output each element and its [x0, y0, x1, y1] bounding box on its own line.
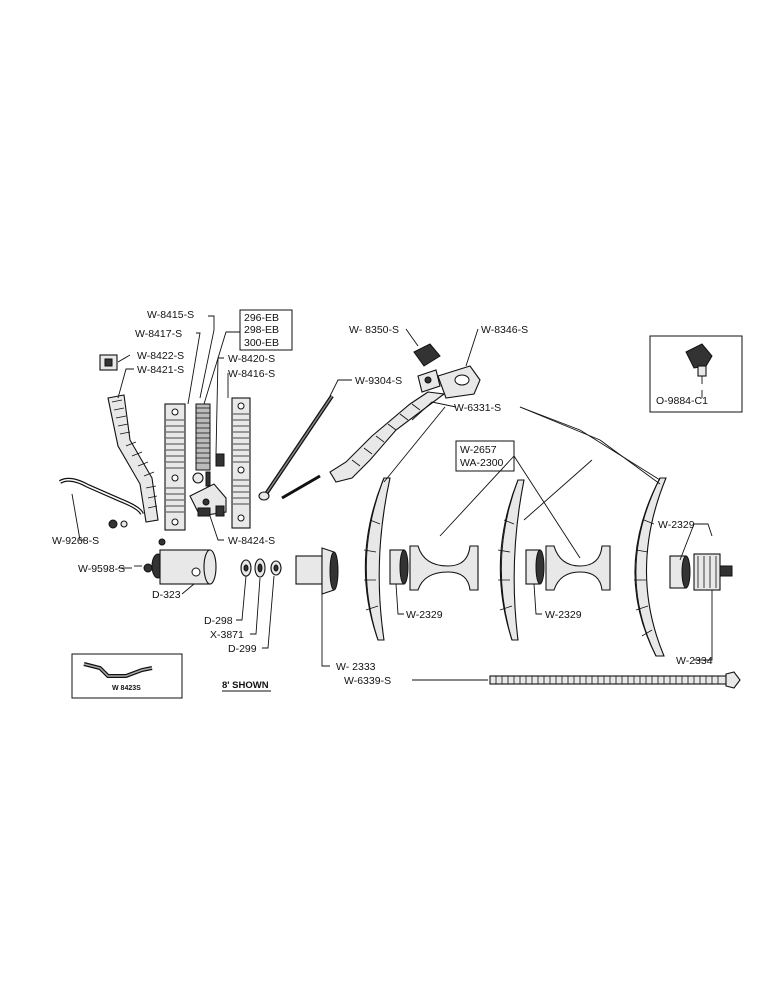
label-w2334: W-2334 — [676, 655, 713, 667]
label-w8423s: W 8423S — [112, 685, 141, 692]
spring-eb-part — [195, 403, 211, 471]
caption-8ft-shown: 8' SHOWN — [222, 680, 269, 691]
clamp-w8346s-part — [437, 365, 481, 399]
label-300eb: 300-EB — [244, 337, 279, 349]
label-w8422s: W-8422-S — [137, 350, 184, 362]
label-w6339s: W-6339-S — [344, 675, 391, 687]
bearing-w2329-right-part — [669, 555, 691, 589]
rod-w9268s-part — [58, 477, 144, 529]
leader-lines — [71, 315, 713, 681]
hub-d323-part — [134, 538, 217, 585]
label-w8420s: W-8420-S — [228, 353, 275, 365]
label-298eb: 298-EB — [244, 324, 279, 336]
label-w9304s: W-9304-S — [355, 375, 402, 387]
plate-w8417s-part — [164, 403, 186, 531]
bracket-w8424s-part — [189, 483, 227, 517]
bearing-w2329-a-part — [389, 549, 409, 585]
label-d299: D-299 — [228, 643, 257, 655]
spool-wa2300-1-part — [409, 545, 479, 591]
bar-w8421s-part — [107, 394, 159, 523]
label-w9268s: W-9268-S — [52, 535, 99, 547]
label-d323: D-323 — [152, 589, 181, 601]
label-w2329-b: W-2329 — [545, 609, 582, 621]
inset-box-w8423s — [71, 653, 183, 699]
arm-w6331s-part — [329, 391, 446, 483]
label-o9884c1: O-9884-C1 — [656, 395, 708, 407]
plate-w8416s-part — [231, 397, 251, 529]
nut-w8422s-part — [99, 354, 118, 371]
disc-2-part — [497, 479, 525, 641]
label-d298: D-298 — [204, 615, 233, 627]
disc-3-part — [634, 477, 667, 657]
label-w2657: W-2657 — [460, 444, 497, 456]
label-w2333: W- 2333 — [336, 661, 376, 673]
washer-d298-part — [240, 559, 252, 577]
eb-label-box — [239, 309, 293, 351]
disc-1-part — [363, 477, 391, 641]
label-w2329-right: W-2329 — [658, 519, 695, 531]
bearing-w2329-b-part — [525, 549, 545, 585]
label-w8417s: W-8417-S — [135, 328, 182, 340]
inset-box-o9884c1 — [649, 335, 743, 413]
nut-w2334-part — [693, 553, 733, 591]
bolt-w6339s-part — [489, 671, 741, 689]
washer-x3871-part — [254, 558, 266, 578]
label-wa2300: WA-2300 — [460, 457, 504, 469]
rod-w9304s-part — [258, 394, 334, 501]
label-w8424s: W-8424-S — [228, 535, 275, 547]
label-w8421s: W-8421-S — [137, 364, 184, 376]
label-w8350s: W- 8350-S — [349, 324, 399, 336]
clamp-w8350s-part — [413, 343, 441, 393]
label-w6331s: W-6331-S — [454, 402, 501, 414]
spool-wa2300-2-part — [545, 545, 611, 591]
label-296eb: 296-EB — [244, 312, 279, 324]
label-w8416s: W-8416-S — [228, 368, 275, 380]
washer-d299-part — [270, 560, 282, 576]
label-w8415s: W-8415-S — [147, 309, 194, 321]
label-w9598s: W-9598-S — [78, 563, 125, 575]
spool-w2333-part — [295, 547, 339, 595]
label-w8346s: W-8346-S — [481, 324, 528, 336]
label-w2329-a: W-2329 — [406, 609, 443, 621]
label-x3871: X-3871 — [210, 629, 244, 641]
pin-w8420s-part — [192, 453, 225, 487]
